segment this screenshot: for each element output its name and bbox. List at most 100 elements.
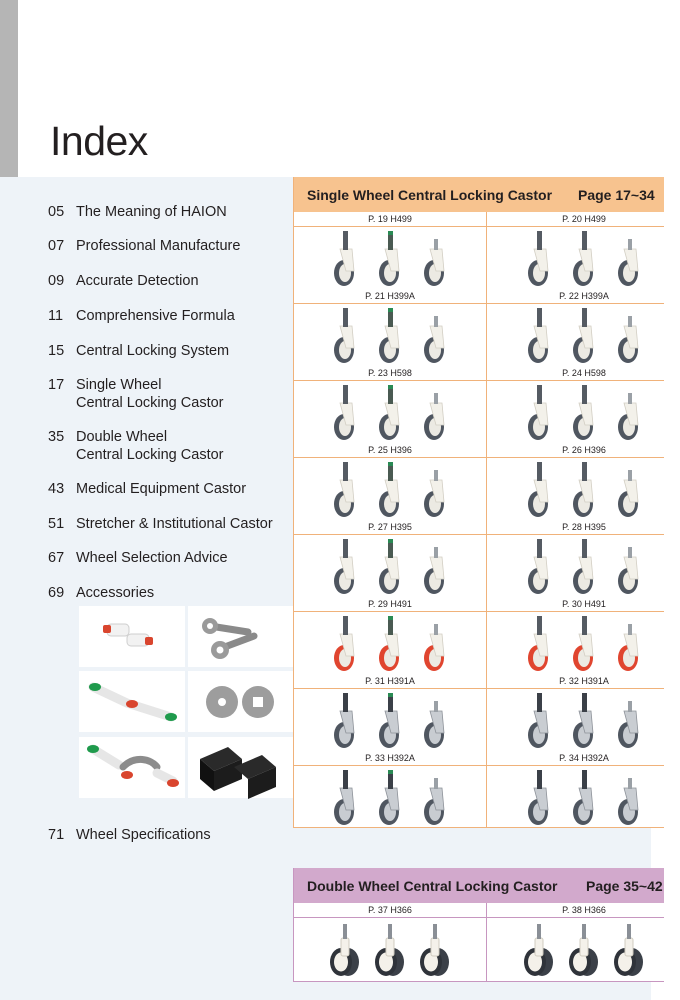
row-divider	[294, 303, 664, 304]
product-image	[294, 766, 486, 827]
toc-page-number: 51	[48, 516, 65, 532]
product-image	[294, 689, 486, 750]
column-divider	[486, 903, 487, 981]
toc-entry-label: Double Wheel	[76, 429, 168, 445]
castor-icon	[528, 231, 639, 286]
castor-icon	[334, 539, 445, 594]
product-cell[interactable]: P. 29 H491	[294, 597, 486, 674]
product-label: P. 21 H399A	[365, 291, 415, 301]
square-bushing-icon	[200, 747, 276, 799]
toc-entry-label: Medical Equipment Castor	[76, 481, 247, 497]
castor-icon	[334, 616, 445, 671]
castor-icon	[528, 308, 639, 363]
accessory-image	[188, 737, 294, 799]
toc-page-number: 09	[48, 273, 65, 289]
row-divider	[294, 611, 664, 612]
product-cell[interactable]: P. 31 H391A	[294, 674, 486, 751]
product-cell[interactable]: P. 26 H396	[488, 443, 680, 520]
product-cell[interactable]: P. 28 H395	[488, 520, 680, 597]
toc-page-number: 05	[48, 204, 65, 220]
section-header: Single Wheel Central Locking Castor Page …	[294, 177, 664, 212]
page-title: Index	[50, 118, 148, 164]
accessory-image	[79, 671, 185, 732]
section-title: Single Wheel Central Locking Castor	[307, 187, 553, 203]
castor-icon	[330, 924, 449, 976]
product-label: P. 33 H392A	[365, 753, 415, 763]
product-image	[294, 612, 486, 673]
product-label: P. 37 H366	[368, 905, 412, 915]
row-divider	[294, 226, 664, 227]
product-label: P. 25 H396	[368, 445, 412, 455]
product-cell[interactable]: P. 38 H366	[488, 903, 680, 980]
section-title: Double Wheel Central Locking Castor	[307, 878, 558, 894]
castor-icon	[334, 462, 445, 517]
product-label: P. 24 H598	[562, 368, 606, 378]
product-image	[488, 535, 680, 596]
washer-icon	[206, 686, 274, 718]
product-cell[interactable]: P. 37 H366	[294, 903, 486, 980]
product-label: P. 28 H395	[562, 522, 606, 532]
product-cell[interactable]: P. 21 H399A	[294, 289, 486, 366]
toc-entry-label: Single Wheel	[76, 377, 162, 393]
toc-page-number: 11	[48, 308, 64, 324]
accessory-image	[188, 671, 294, 732]
product-cell[interactable]: P. 20 H499	[488, 212, 680, 289]
product-image	[294, 918, 486, 979]
toc-entry-label: The Meaning of HAION	[76, 204, 227, 220]
header-area: Index	[0, 0, 651, 177]
castor-icon	[528, 616, 639, 671]
product-label: P. 22 H399A	[559, 291, 609, 301]
castor-icon	[528, 462, 639, 517]
toc-page-number: 67	[48, 550, 65, 566]
product-label: P. 30 H491	[562, 599, 606, 609]
product-cell[interactable]: P. 25 H396	[294, 443, 486, 520]
toc-page-number: 71	[48, 827, 65, 843]
toc-page-number: 15	[48, 343, 65, 359]
product-image	[488, 689, 680, 750]
row-divider	[294, 765, 664, 766]
hex-wrench-icon	[202, 618, 258, 659]
toc-entry-label: Central Locking Castor	[76, 447, 224, 463]
product-label: P. 32 H391A	[559, 676, 609, 686]
product-label: P. 34 H392A	[559, 753, 609, 763]
castor-icon	[528, 539, 639, 594]
product-cell[interactable]: P. 19 H499	[294, 212, 486, 289]
product-cell[interactable]: P. 27 H395	[294, 520, 486, 597]
castor-icon	[524, 924, 643, 976]
product-cell[interactable]: P. 22 H399A	[488, 289, 680, 366]
product-image	[294, 304, 486, 365]
product-image	[488, 381, 680, 442]
product-label: P. 29 H491	[368, 599, 412, 609]
product-label: P. 38 H366	[562, 905, 606, 915]
product-image	[294, 535, 486, 596]
castor-icon	[528, 770, 639, 825]
product-cell[interactable]: P. 24 H598	[488, 366, 680, 443]
product-cell[interactable]: P. 34 H392A	[488, 751, 680, 828]
product-image	[488, 304, 680, 365]
toc-entry-label: Accessories	[76, 585, 155, 601]
toc-entry-label: Professional Manufacture	[76, 238, 241, 254]
product-cell[interactable]: P. 32 H391A	[488, 674, 680, 751]
castor-icon	[334, 231, 445, 286]
castor-icon	[334, 770, 445, 825]
row-divider	[294, 688, 664, 689]
locking-lever-icon	[87, 744, 179, 787]
product-image	[294, 381, 486, 442]
product-label: P. 27 H395	[368, 522, 412, 532]
product-image	[488, 918, 680, 979]
product-section-single: Single Wheel Central Locking Castor Page …	[293, 177, 664, 828]
product-label: P. 19 H499	[368, 214, 412, 224]
section-page-range: Page 17~34	[578, 187, 655, 203]
side-accent-bar	[0, 0, 18, 177]
toc-page-number: 17	[48, 377, 65, 393]
product-cell[interactable]: P. 33 H392A	[294, 751, 486, 828]
product-cell[interactable]: P. 23 H598	[294, 366, 486, 443]
toc-page-number: 69	[48, 585, 65, 601]
product-label: P. 26 H396	[562, 445, 606, 455]
accessory-image	[79, 737, 185, 798]
product-cell[interactable]: P. 30 H491	[488, 597, 680, 674]
castor-icon	[334, 385, 445, 440]
product-image	[488, 612, 680, 673]
